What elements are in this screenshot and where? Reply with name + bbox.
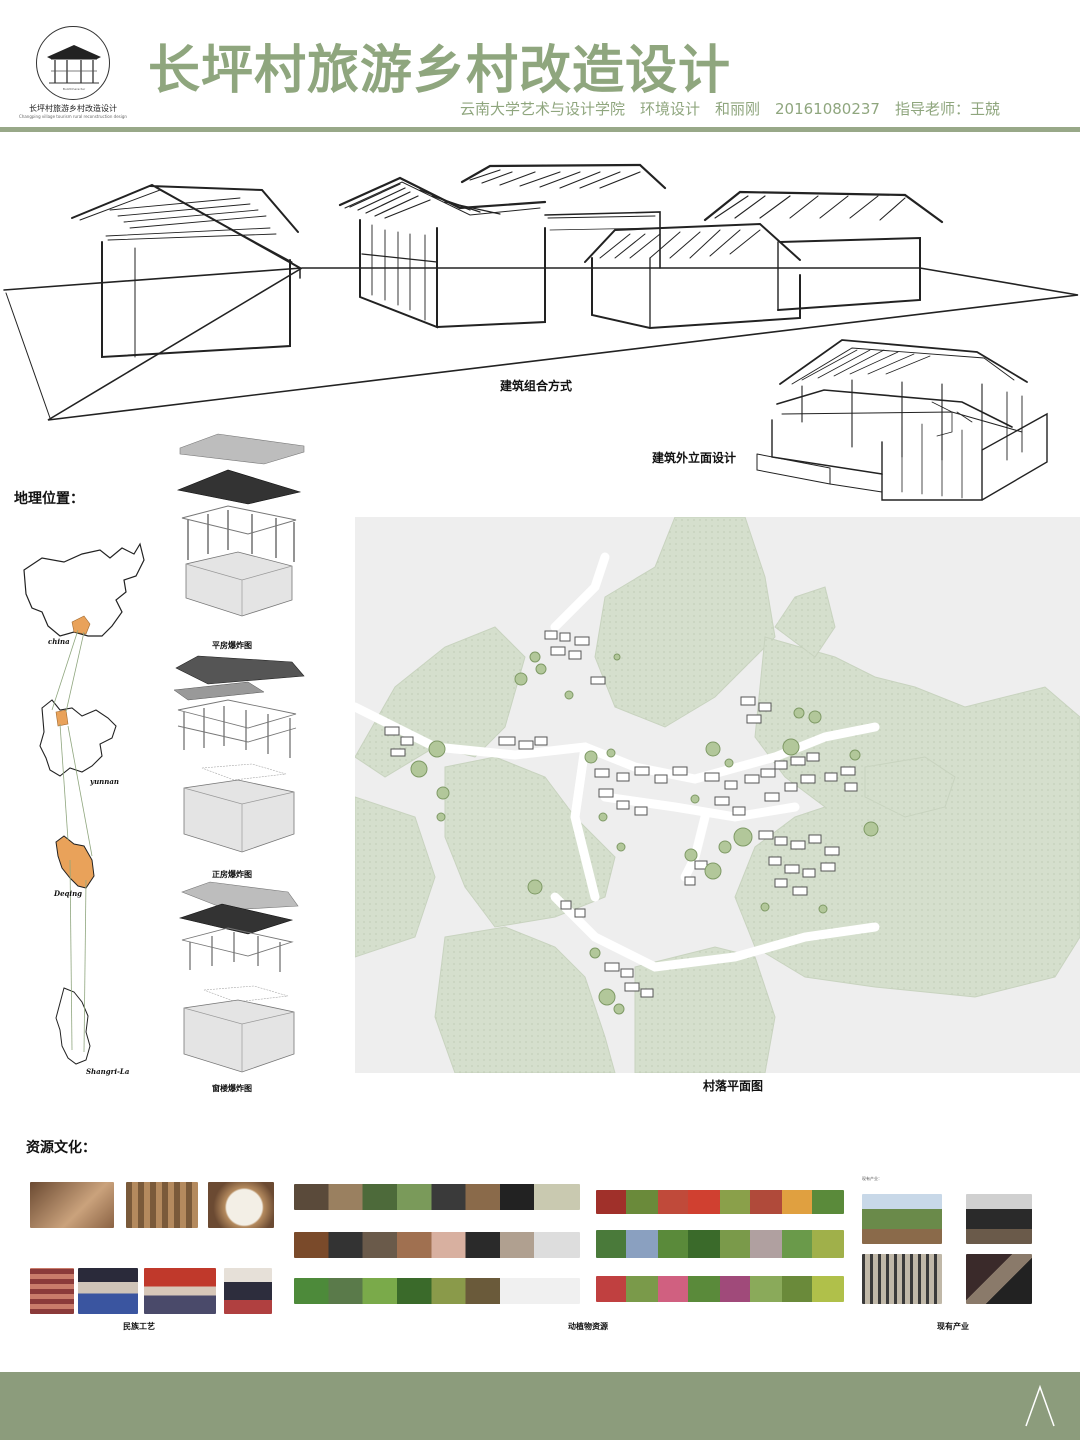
exploded-diagram-2	[173, 655, 305, 853]
exploded-diagram-3	[178, 881, 299, 1073]
page-title: 长坪村旅游乡村改造设计	[148, 41, 732, 101]
flora-strip-2	[596, 1230, 844, 1258]
tag-shangrila: Shangri-La	[86, 1067, 130, 1076]
exploded-caption-3: 窗楼爆炸图	[212, 1084, 252, 1093]
plan-caption: 村落平面图	[703, 1079, 764, 1093]
page-subtitle: 云南大学艺术与设计学院 环境设计 和丽刚 20161080237 指导老师：王兢	[460, 100, 1000, 118]
industry-photo-pen	[862, 1254, 942, 1304]
flora-fauna-caption: 动植物资源	[568, 1322, 608, 1331]
exploded-diagrams	[173, 433, 305, 1073]
logo-subcaption: Changping village tourism rural reconstr…	[19, 114, 127, 119]
industry-title: 现有产业：	[862, 1176, 882, 1181]
craft-photo-basket	[208, 1182, 274, 1228]
industry-photo-orchard	[862, 1194, 942, 1244]
village-plan-map	[355, 517, 1080, 1073]
tag-yunnan: yunnan	[90, 777, 119, 786]
industry-photos: 现有产业：	[862, 1176, 1037, 1306]
svg-text:BuildCharacter: BuildCharacter	[63, 87, 86, 91]
craft-photos	[30, 1182, 275, 1317]
craft-photo-textile	[30, 1268, 74, 1314]
facade-caption: 建筑外立面设计	[652, 451, 737, 465]
fauna-strip-3	[294, 1278, 580, 1304]
craft-photo-costume	[78, 1268, 138, 1314]
craft-photo-people	[224, 1268, 272, 1314]
location-map	[23, 542, 145, 1065]
combination-caption: 建筑组合方式	[500, 379, 573, 393]
yunnan-outline	[39, 699, 117, 777]
craft-photo-weaving	[30, 1182, 114, 1228]
flora-strip-1	[596, 1190, 844, 1214]
header-divider	[0, 127, 1080, 132]
craft-photo-dance	[144, 1268, 216, 1314]
facade-design-sketch	[756, 339, 1048, 501]
china-outline	[23, 542, 145, 637]
village-plan	[355, 517, 1080, 1073]
yunnan-highlight	[71, 615, 91, 635]
fauna-strips	[294, 1184, 580, 1320]
footer-bar	[0, 1372, 1080, 1440]
craft-photo-carved-door	[126, 1182, 198, 1228]
craft-caption: 民族工艺	[123, 1322, 155, 1331]
building-combination-sketch	[3, 163, 1079, 421]
logo-caption: 长坪村旅游乡村改造设计	[29, 104, 117, 113]
tag-deqing: Deqing	[54, 889, 83, 898]
exploded-caption-2: 正房爆炸图	[212, 870, 252, 879]
tag-china: china	[48, 637, 70, 646]
diqing-outline	[55, 835, 95, 889]
exploded-caption-1: 平房爆炸图	[212, 641, 252, 650]
exploded-diagram-1	[176, 433, 305, 617]
resources-label: 资源文化：	[26, 1140, 96, 1156]
footer-mark-icon	[1025, 1384, 1055, 1427]
pavilion-logo-icon: BuildCharacter	[47, 45, 101, 91]
flora-strip-3	[596, 1276, 844, 1302]
industry-caption: 现有产业	[937, 1322, 969, 1331]
fauna-strip-1	[294, 1184, 580, 1210]
flora-strips	[596, 1190, 844, 1305]
fauna-strip-2	[294, 1232, 580, 1258]
logo-emblem: BuildCharacter	[36, 26, 110, 100]
industry-photo-yak	[966, 1194, 1032, 1244]
location-label: 地理位置：	[14, 491, 84, 507]
shangrila-outline	[55, 987, 91, 1065]
diqing-highlight	[55, 709, 69, 727]
industry-photo-cattle	[966, 1254, 1032, 1304]
